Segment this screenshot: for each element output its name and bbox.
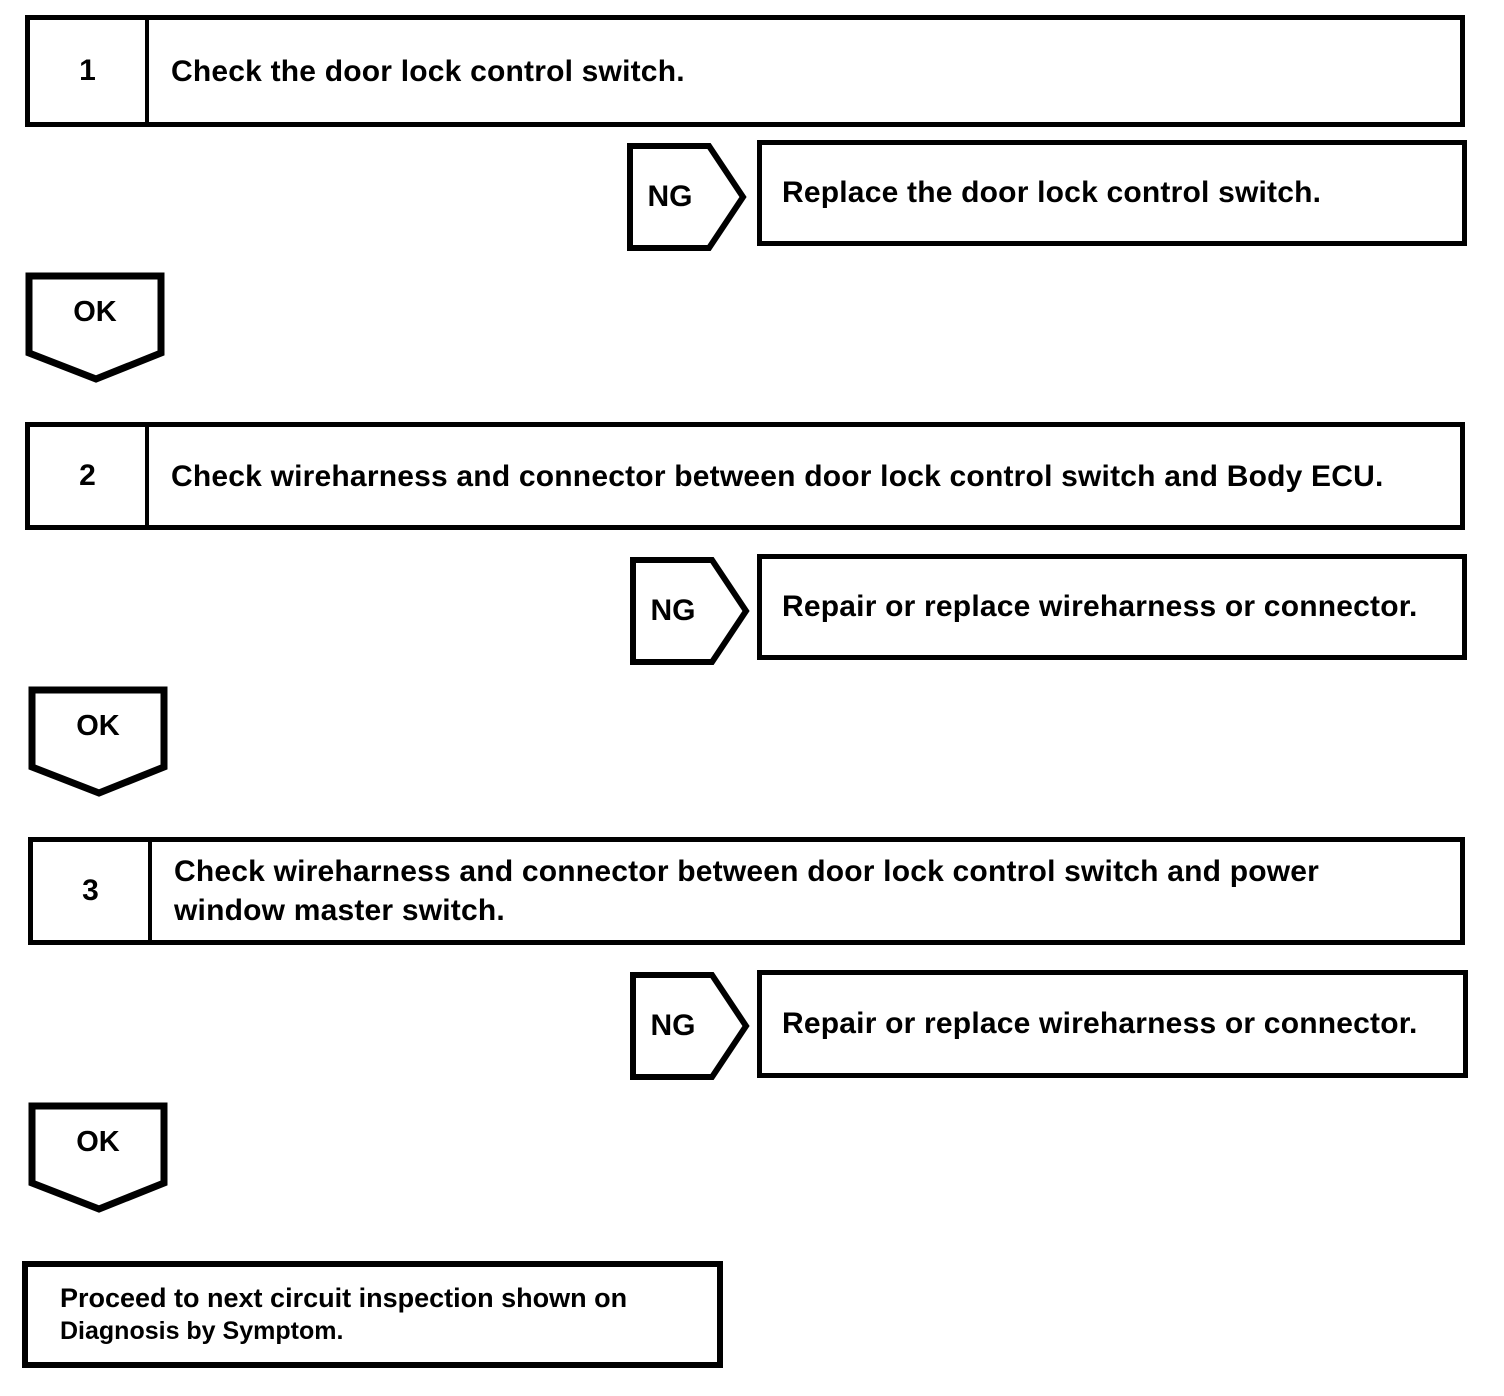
- step-2-instruction-text: Check wireharness and connector between …: [171, 459, 1384, 493]
- ng-label-1: NG: [647, 180, 693, 213]
- ng-action-box-2: Repair or replace wireharness or connect…: [757, 554, 1467, 660]
- ng-pentagon-shape: [627, 143, 747, 251]
- ng-action-box-1: Replace the door lock control switch.: [757, 140, 1467, 246]
- ng-action-text-3: Repair or replace wireharness or connect…: [782, 1007, 1418, 1040]
- step-3-instruction: Check wireharness and connector between …: [152, 842, 1460, 940]
- ok-pentagon-shape: [28, 686, 168, 797]
- ng-action-text-1: Replace the door lock control switch.: [782, 176, 1322, 209]
- step-1-number: 1: [79, 54, 96, 87]
- step-3-instruction-text: Check wireharness and connector between …: [174, 855, 1320, 927]
- step-3-number-cell: 3: [33, 842, 152, 940]
- ng-arrow-icon: NG: [630, 556, 750, 666]
- ok-arrow-icon: OK: [25, 272, 165, 384]
- step-1-number-cell: 1: [30, 20, 149, 122]
- ok-pentagon-shape: [25, 272, 165, 383]
- step-box-1: 1 Check the door lock control switch.: [25, 15, 1465, 127]
- final-action-line2: Diagnosis by Symptom.: [60, 1317, 344, 1345]
- step-2-number: 2: [79, 459, 96, 492]
- step-2-instruction: Check wireharness and connector between …: [149, 427, 1460, 525]
- ng-arrow-icon: NG: [627, 142, 747, 252]
- ng-label-2: NG: [650, 594, 696, 627]
- ok-pentagon-shape: [28, 1102, 168, 1213]
- ok-label-3: OK: [76, 1126, 120, 1158]
- ok-arrow-icon: OK: [28, 686, 168, 798]
- ng-arrow-icon: NG: [630, 971, 750, 1081]
- step-box-3: 3 Check wireharness and connector betwee…: [28, 837, 1465, 945]
- ng-pentagon-shape: [630, 972, 750, 1080]
- ok-label-2: OK: [76, 710, 120, 742]
- ng-action-text-2: Repair or replace wireharness or connect…: [782, 590, 1418, 623]
- step-2-number-cell: 2: [30, 427, 149, 525]
- final-action-line1: Proceed to next circuit inspection shown…: [60, 1283, 628, 1313]
- ok-arrow-icon: OK: [28, 1102, 168, 1214]
- step-3-number: 3: [82, 874, 99, 907]
- ok-label-1: OK: [73, 296, 117, 328]
- step-1-instruction: Check the door lock control switch.: [149, 20, 1460, 122]
- ng-pentagon-shape: [630, 557, 750, 665]
- ng-label-3: NG: [650, 1009, 696, 1042]
- final-action-box: Proceed to next circuit inspection shown…: [22, 1261, 723, 1368]
- step-box-2: 2 Check wireharness and connector betwee…: [25, 422, 1465, 530]
- step-1-instruction-text: Check the door lock control switch.: [171, 54, 685, 88]
- ng-action-box-3: Repair or replace wireharness or connect…: [757, 970, 1468, 1078]
